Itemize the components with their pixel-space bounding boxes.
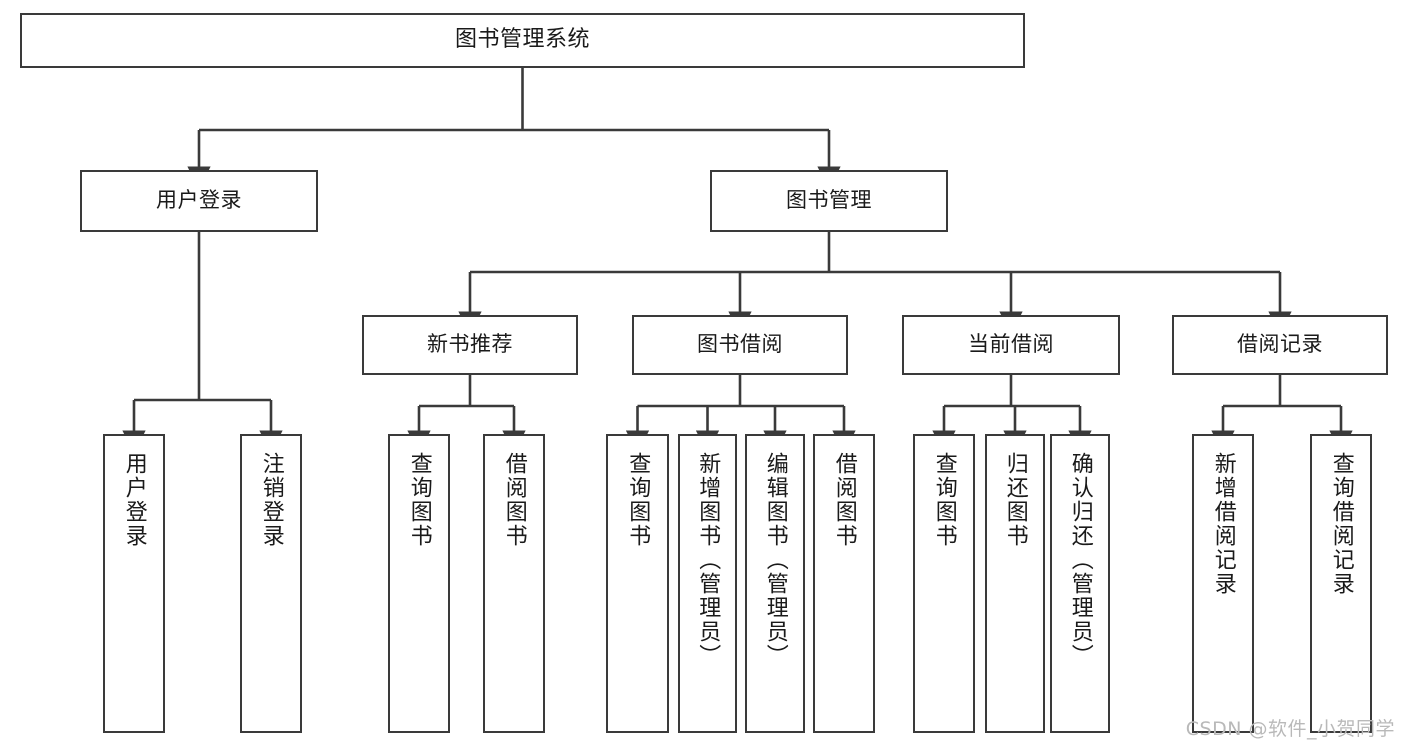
node-label-leaf_bb_borrow: 借阅图书	[831, 452, 857, 548]
node-leaf_bb_borrow[interactable]: 借阅图书	[813, 434, 875, 733]
connector-lines	[122, 68, 1353, 454]
node-root[interactable]: 图书管理系统	[20, 13, 1025, 68]
node-label-leaf_br_add: 新增借阅记录	[1210, 452, 1236, 596]
node-leaf_user_logout[interactable]: 注销登录	[240, 434, 302, 733]
node-leaf_cb_confirm[interactable]: 确认归还（管理员）	[1050, 434, 1110, 733]
node-label-leaf_nb_query: 查询图书	[406, 452, 432, 548]
node-label-new_book_rec: 新书推荐	[427, 332, 513, 357]
node-label-leaf_nb_borrow: 借阅图书	[501, 452, 527, 548]
node-leaf_br_add[interactable]: 新增借阅记录	[1192, 434, 1254, 733]
node-borrow_record[interactable]: 借阅记录	[1172, 315, 1388, 375]
node-book_borrow[interactable]: 图书借阅	[632, 315, 848, 375]
node-label-leaf_user_logout: 注销登录	[258, 452, 284, 548]
node-label-leaf_cb_return: 归还图书	[1002, 452, 1028, 548]
node-leaf_bb_edit[interactable]: 编辑图书（管理员）	[745, 434, 805, 733]
node-label-book_borrow: 图书借阅	[697, 332, 783, 357]
node-label-leaf_bb_edit: 编辑图书（管理员）	[762, 452, 788, 668]
node-book_manage[interactable]: 图书管理	[710, 170, 948, 232]
node-label-current_borrow: 当前借阅	[968, 332, 1054, 357]
node-label-leaf_user_login: 用户登录	[121, 452, 147, 548]
node-label-leaf_bb_add: 新增图书（管理员）	[695, 452, 721, 668]
node-leaf_nb_query[interactable]: 查询图书	[388, 434, 450, 733]
node-leaf_bb_add[interactable]: 新增图书（管理员）	[678, 434, 737, 733]
node-label-book_manage: 图书管理	[786, 188, 872, 213]
node-label-user_login: 用户登录	[156, 188, 242, 213]
node-label-leaf_cb_query: 查询图书	[931, 452, 957, 548]
node-leaf_user_login[interactable]: 用户登录	[103, 434, 165, 733]
node-label-root: 图书管理系统	[454, 27, 590, 53]
node-leaf_cb_query[interactable]: 查询图书	[913, 434, 975, 733]
node-label-leaf_cb_confirm: 确认归还（管理员）	[1067, 452, 1093, 668]
node-label-leaf_br_query: 查询借阅记录	[1328, 452, 1354, 596]
node-leaf_cb_return[interactable]: 归还图书	[985, 434, 1045, 733]
node-new_book_rec[interactable]: 新书推荐	[362, 315, 578, 375]
node-leaf_br_query[interactable]: 查询借阅记录	[1310, 434, 1372, 733]
node-user_login[interactable]: 用户登录	[80, 170, 318, 232]
node-label-leaf_bb_query: 查询图书	[625, 452, 651, 548]
node-leaf_nb_borrow[interactable]: 借阅图书	[483, 434, 545, 733]
node-label-borrow_record: 借阅记录	[1237, 332, 1323, 357]
node-leaf_bb_query[interactable]: 查询图书	[606, 434, 669, 733]
node-current_borrow[interactable]: 当前借阅	[902, 315, 1120, 375]
